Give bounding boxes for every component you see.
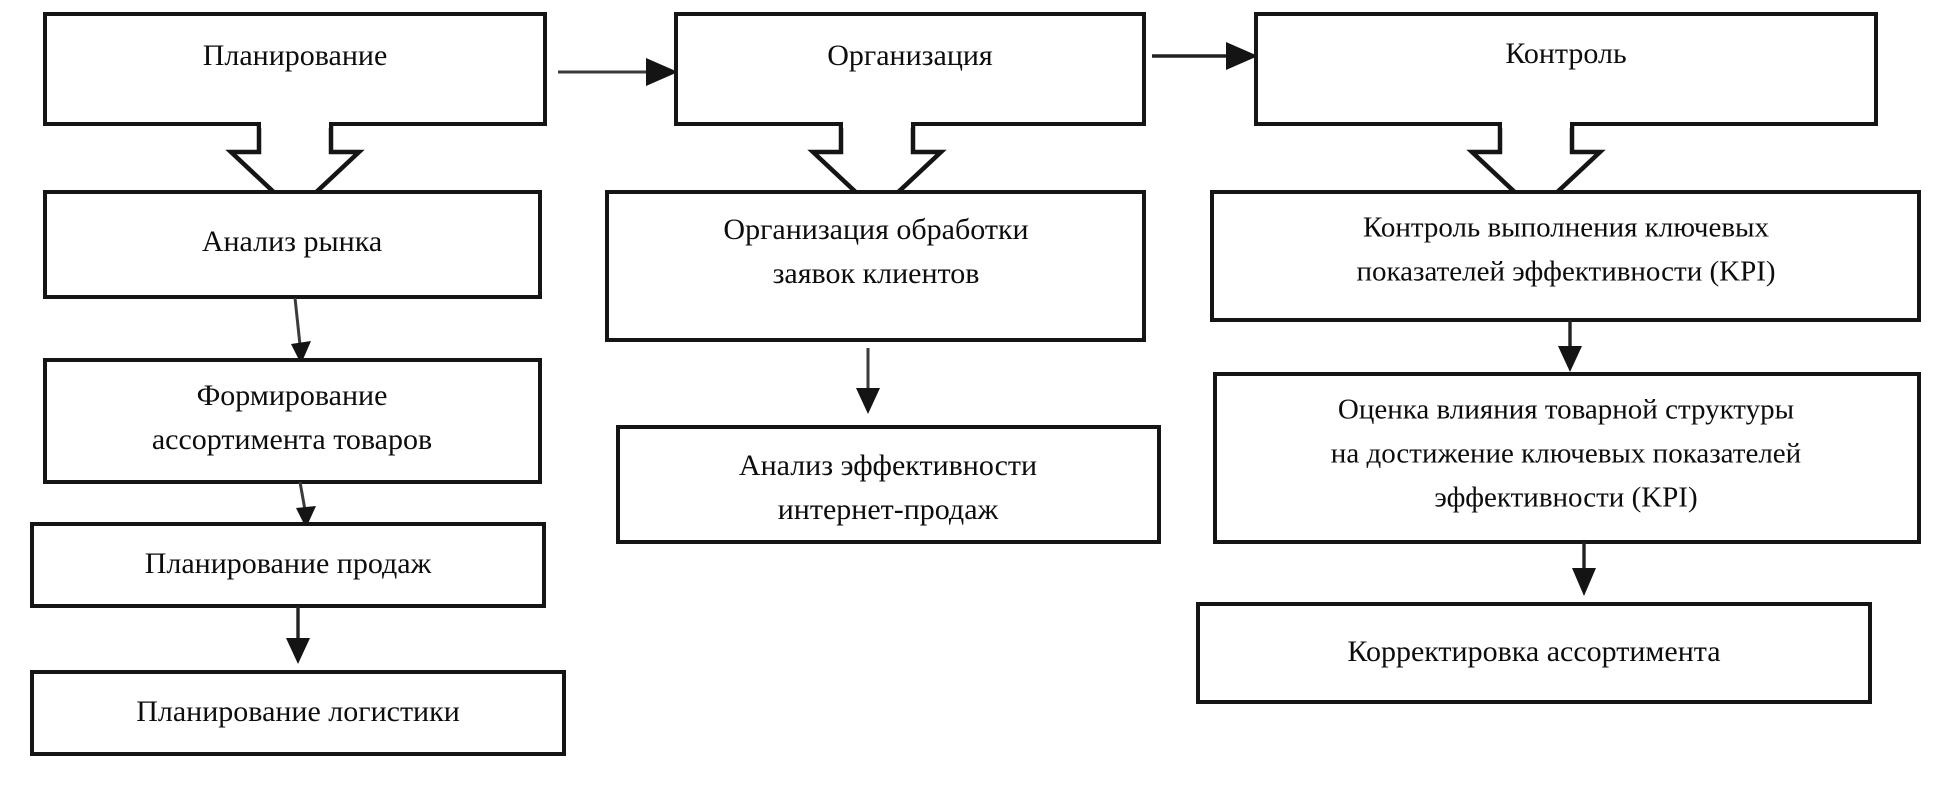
node-box-organization-header <box>674 12 1146 126</box>
node-label-assortment-adjustment: Корректировка ассортимента <box>1347 635 1720 668</box>
connector-impactassessment-to-adjustment <box>1572 542 1596 596</box>
node-assortment-formation[interactable]: Формирование ассортимента товаров <box>43 358 542 484</box>
node-order-processing[interactable]: Организация обработки заявок клиентов <box>605 190 1146 342</box>
connector-planning-to-organization <box>558 58 678 86</box>
node-logistics-planning[interactable]: Планирование логистики <box>30 670 566 756</box>
node-box-kpi-control <box>1210 190 1921 322</box>
node-box-internet-sales-analysis <box>616 425 1161 544</box>
node-kpi-control[interactable]: Контроль выполнения ключевых показателей… <box>1210 190 1921 322</box>
node-label-assortment-formation-line1: Формирование <box>197 379 388 412</box>
node-market-analysis[interactable]: Анализ рынка <box>43 190 542 299</box>
node-label-sales-planning: Планирование продаж <box>145 547 432 580</box>
node-impact-assessment[interactable]: Оценка влияния товарной структуры на дос… <box>1213 372 1921 544</box>
node-label-impact-assessment-line3: эффективности (KPI) <box>1434 482 1697 514</box>
node-label-internet-sales-analysis-line2: интернет-продаж <box>778 493 999 526</box>
node-label-impact-assessment-line1: Оценка влияния товарной структуры <box>1338 394 1794 426</box>
node-box-planning-header <box>43 12 547 126</box>
node-label-order-processing-line2: заявок клиентов <box>773 257 980 290</box>
node-control-header[interactable]: Контроль <box>1254 12 1878 126</box>
node-label-order-processing-line1: Организация обработки <box>723 213 1028 246</box>
node-label-logistics-planning: Планирование логистики <box>136 695 460 728</box>
node-label-impact-assessment-line2: на достижение ключевых показателей <box>1331 438 1801 470</box>
connector-kpicontrol-to-impactassessment <box>1558 320 1582 372</box>
connector-assortment-to-salesplan <box>296 481 316 528</box>
node-label-planning-header: Планирование <box>203 39 388 72</box>
node-label-kpi-control-line2: показателей эффективности (KPI) <box>1356 256 1775 288</box>
node-label-internet-sales-analysis-line1: Анализ эффективности <box>739 449 1037 482</box>
node-sales-planning[interactable]: Планирование продаж <box>30 522 546 608</box>
connector-organization-to-control <box>1152 42 1258 70</box>
node-assortment-adjustment[interactable]: Корректировка ассортимента <box>1196 602 1872 704</box>
node-box-market-analysis <box>43 190 542 299</box>
node-box-control-header <box>1254 12 1878 126</box>
node-label-assortment-formation-line2: ассортимента товаров <box>152 423 432 456</box>
node-label-control-header: Контроль <box>1505 37 1626 70</box>
node-box-assortment-formation <box>43 358 542 484</box>
connector-salesplan-to-logistics <box>286 606 310 664</box>
node-internet-sales-analysis[interactable]: Анализ эффективности интернет-продаж <box>616 425 1161 544</box>
connector-market-to-assortment <box>291 297 311 364</box>
node-organization-header[interactable]: Организация <box>674 12 1146 126</box>
node-box-order-processing <box>605 190 1146 342</box>
node-box-logistics-planning <box>30 670 566 756</box>
node-box-sales-planning <box>30 522 546 608</box>
node-label-market-analysis: Анализ рынка <box>202 225 382 258</box>
node-label-kpi-control-line1: Контроль выполнения ключевых <box>1363 212 1770 244</box>
node-box-impact-assessment <box>1213 372 1921 544</box>
node-planning-header[interactable]: Планирование <box>43 12 547 126</box>
connector-orderprocessing-to-salesanalysis <box>856 348 880 414</box>
node-box-assortment-adjustment <box>1196 602 1872 704</box>
node-label-organization-header: Организация <box>827 39 993 72</box>
